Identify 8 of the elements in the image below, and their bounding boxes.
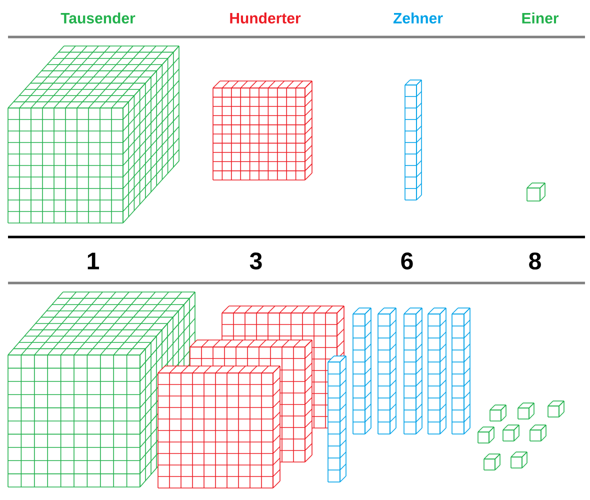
column-heading: Einer [522, 12, 559, 24]
digit: 3 [250, 252, 262, 270]
digit: 6 [401, 252, 413, 270]
column-heading: Zehner [393, 12, 443, 24]
digit: 8 [529, 252, 541, 270]
column-heading: Hunderter [230, 12, 301, 24]
digit: 1 [88, 252, 99, 270]
column-heading: Tausender [60, 12, 136, 24]
